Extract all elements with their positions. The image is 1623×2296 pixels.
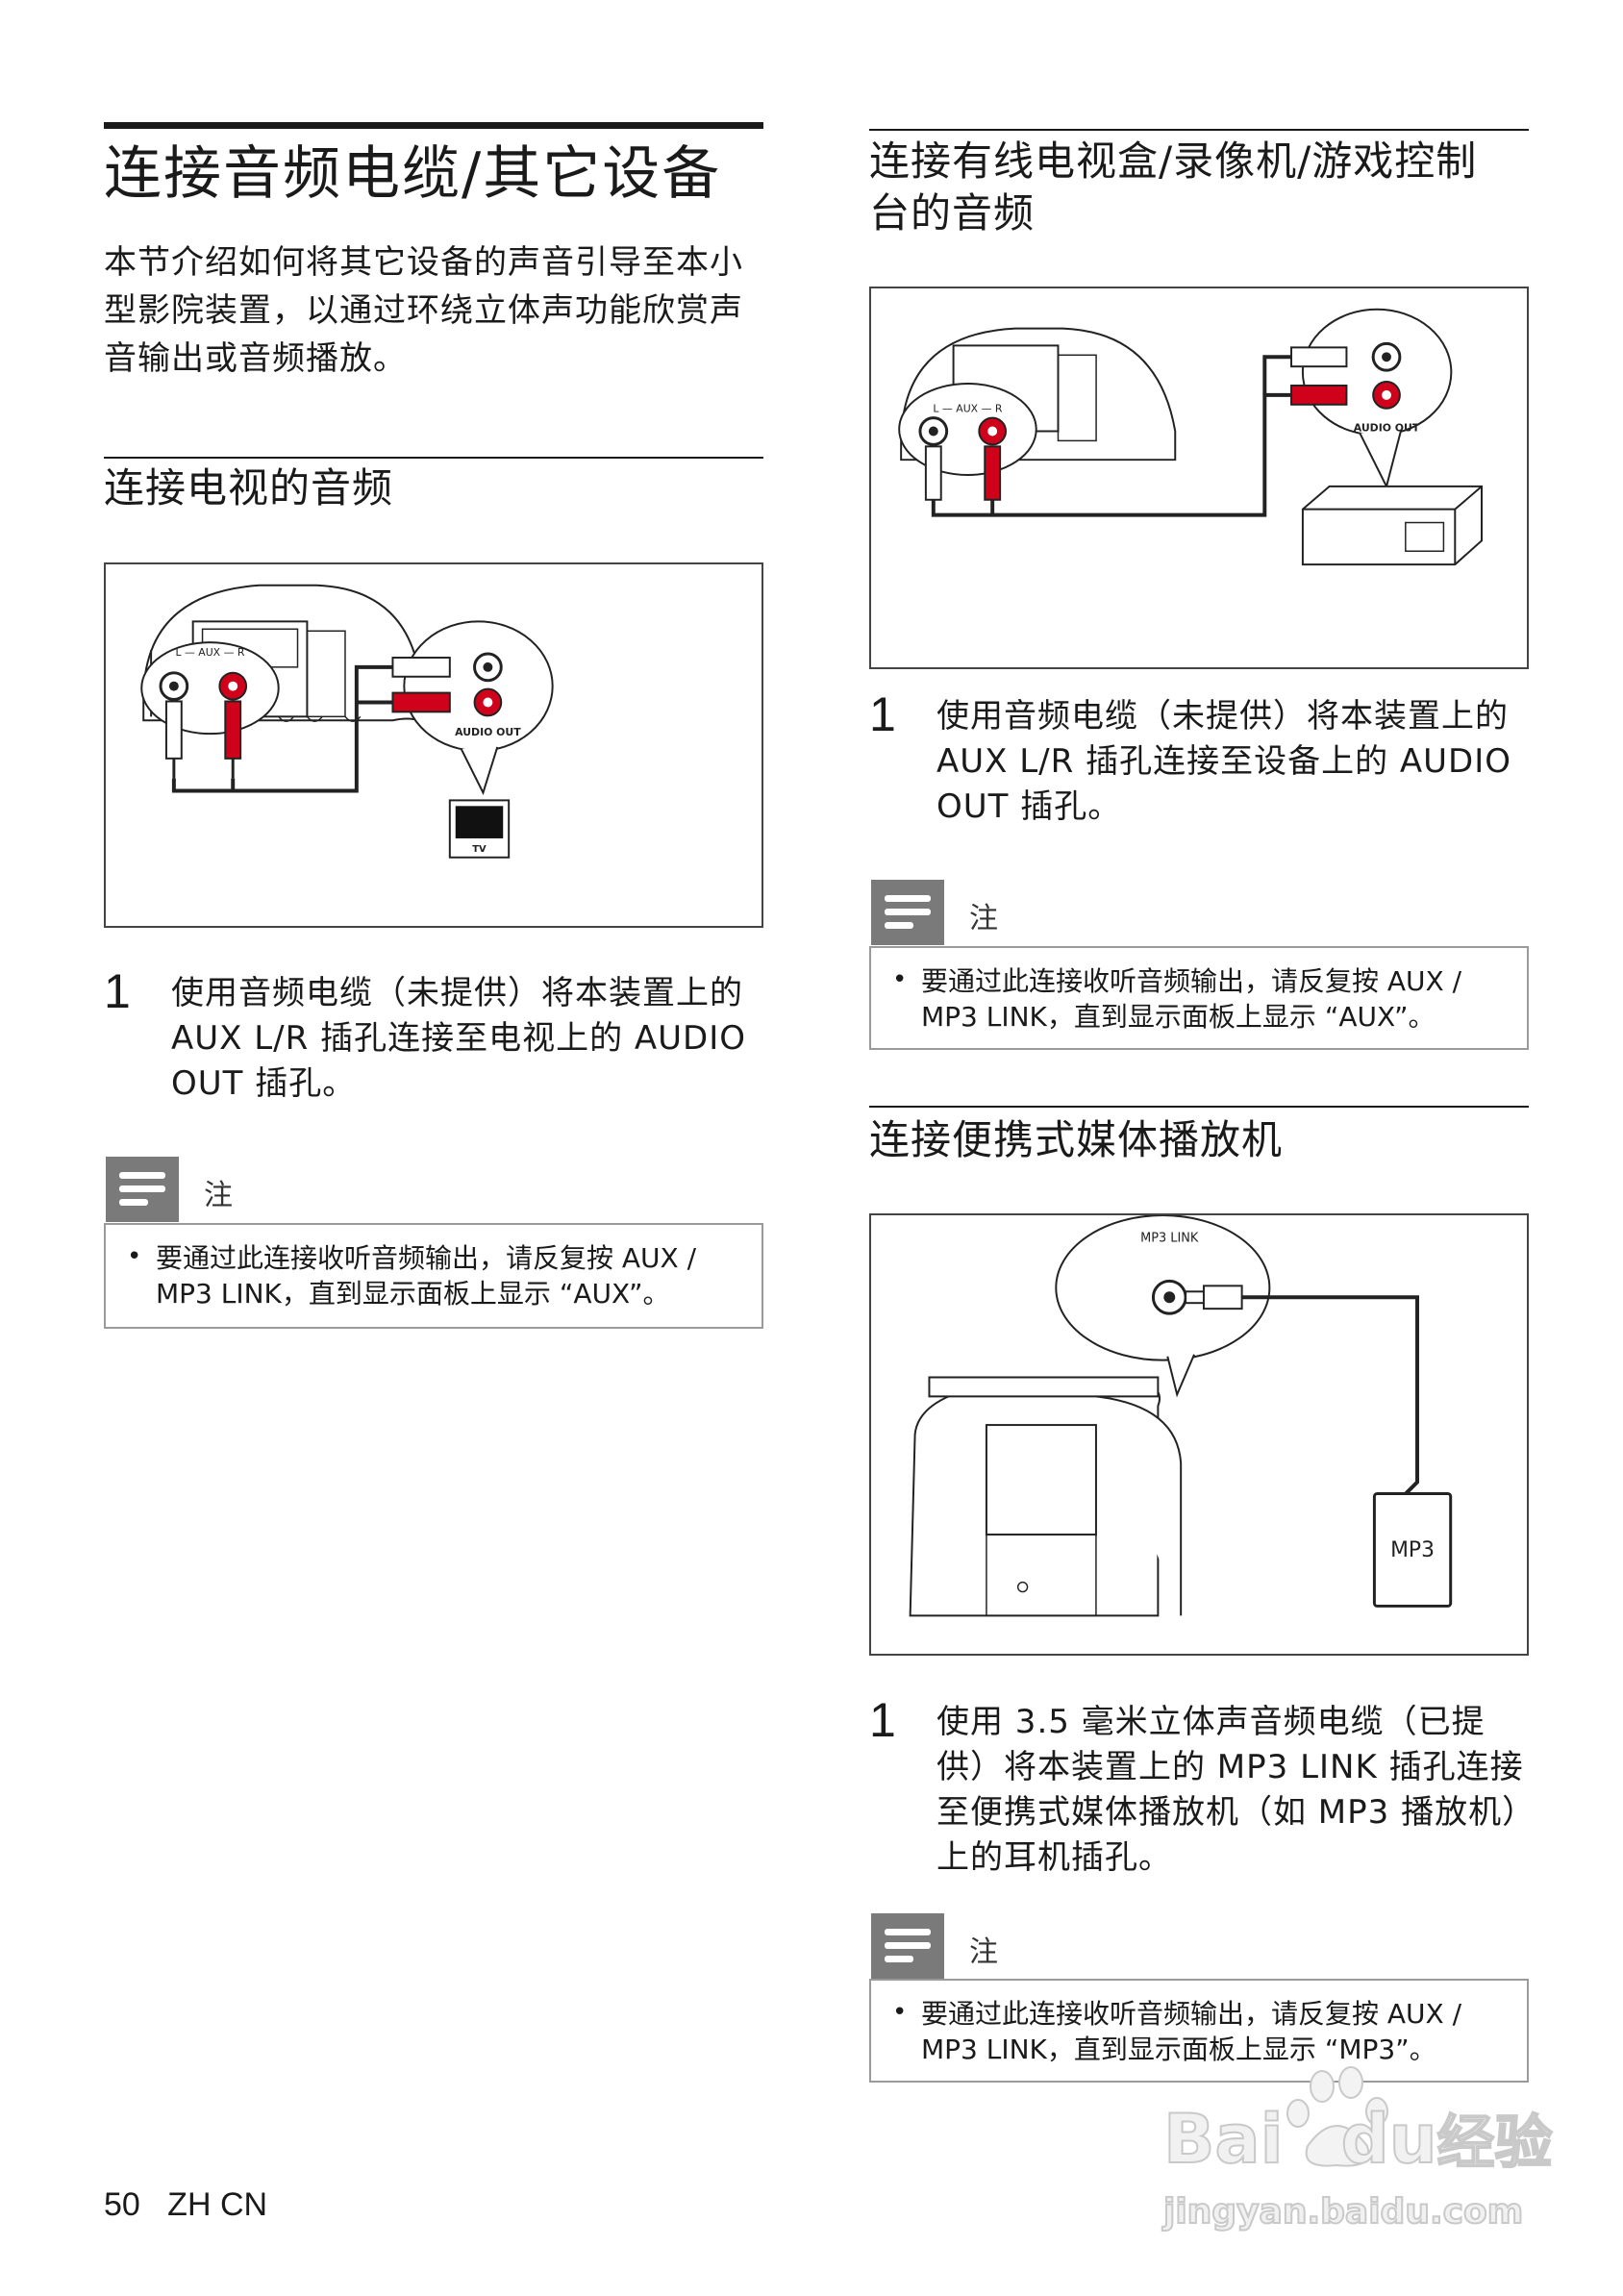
cablebox-connection-diagram: L — AUX — R AUDIO OUT bbox=[898, 308, 1484, 566]
mp3-device-label: MP3 bbox=[1390, 1538, 1435, 1562]
section-heading-cable-line1: 连接有线电视盒/录像机/游戏控制 bbox=[869, 137, 1478, 185]
step-text-tv: 使用音频电缆（未提供）将本装置上的 AUX L/R 插孔连接至电视上的 AUDI… bbox=[171, 974, 746, 1103]
jack-label: L — AUX — R bbox=[933, 403, 1002, 415]
note-text-cable: 要通过此连接收听音频输出，请反复按 AUX / MP3 LINK，直到显示面板上… bbox=[921, 965, 1462, 1033]
audio-out-label: AUDIO OUT bbox=[1354, 421, 1420, 434]
figure-portable-connection: MP3 LINK MP3 bbox=[869, 1213, 1529, 1656]
note-text-tv: 要通过此连接收听音频输出，请反复按 AUX / MP3 LINK，直到显示面板上… bbox=[156, 1242, 697, 1310]
note-bullet: • bbox=[892, 965, 908, 994]
page-footer: 50 ZH CN bbox=[104, 2186, 267, 2224]
section-heading-cable-line2: 台的音频 bbox=[869, 189, 1036, 237]
section-heading-portable: 连接便携式媒体播放机 bbox=[869, 1116, 1284, 1163]
intro-paragraph: 本节介绍如何将其它设备的声音引导至本小型影院装置，以通过环绕立体声功能欣赏声音输… bbox=[104, 243, 743, 378]
note-label-portable: 注 bbox=[969, 1935, 998, 1969]
page-number: 50 bbox=[104, 2186, 140, 2223]
baidu-paw-icon bbox=[1286, 2066, 1388, 2167]
audio-out-label: AUDIO OUT bbox=[455, 726, 521, 738]
note-text-portable: 要通过此连接收听音频输出，请反复按 AUX / MP3 LINK，直到显示面板上… bbox=[921, 1998, 1462, 2065]
figure-tv-connection: L — AUX — R AUDIO OUT TV bbox=[104, 562, 763, 928]
step-text-portable: 使用 3.5 毫米立体声音频电缆（已提供）将本装置上的 MP3 LINK 插孔连… bbox=[936, 1703, 1524, 1877]
mp3-link-label: MP3 LINK bbox=[1140, 1232, 1199, 1246]
note-box-tv: • 要通过此连接收听音频输出，请反复按 AUX / MP3 LINK，直到显示面… bbox=[104, 1223, 763, 1329]
note-tab-tv bbox=[106, 1157, 179, 1222]
note-tab-cable bbox=[871, 880, 944, 945]
portable-connection-diagram: MP3 LINK MP3 bbox=[909, 1215, 1453, 1617]
section-heading-tv: 连接电视的音频 bbox=[104, 464, 394, 512]
tv-label: TV bbox=[472, 844, 487, 855]
step-text-cable: 使用音频电缆（未提供）将本装置上的 AUX L/R 插孔连接至设备上的 AUDI… bbox=[936, 697, 1511, 826]
note-label-cable: 注 bbox=[969, 902, 998, 936]
section-rule-portable bbox=[869, 1106, 1529, 1108]
step-number-portable: 1 bbox=[869, 1693, 896, 1747]
note-bullet: • bbox=[127, 1242, 142, 1271]
page-title: 连接音频电缆/其它设备 bbox=[104, 140, 722, 208]
title-rule bbox=[104, 122, 763, 129]
note-box-portable: • 要通过此连接收听音频输出，请反复按 AUX / MP3 LINK，直到显示面… bbox=[869, 1979, 1529, 2083]
jack-label: L — AUX — R bbox=[175, 646, 244, 659]
step-number-cable: 1 bbox=[869, 687, 896, 741]
step-number-tv: 1 bbox=[104, 964, 131, 1018]
watermark-url: jingyan.baidu.com bbox=[1162, 2191, 1524, 2233]
note-box-cable: • 要通过此连接收听音频输出，请反复按 AUX / MP3 LINK，直到显示面… bbox=[869, 946, 1529, 1050]
note-bullet: • bbox=[892, 1998, 908, 2027]
tv-connection-diagram: L — AUX — R AUDIO OUT TV bbox=[140, 584, 554, 859]
figure-cablebox-connection: L — AUX — R AUDIO OUT bbox=[869, 287, 1529, 669]
section-rule-cable bbox=[869, 129, 1529, 131]
note-label-tv: 注 bbox=[204, 1179, 233, 1212]
section-rule-tv bbox=[104, 457, 763, 459]
note-tab-portable bbox=[871, 1913, 944, 1979]
page-language: ZH CN bbox=[167, 2186, 268, 2223]
